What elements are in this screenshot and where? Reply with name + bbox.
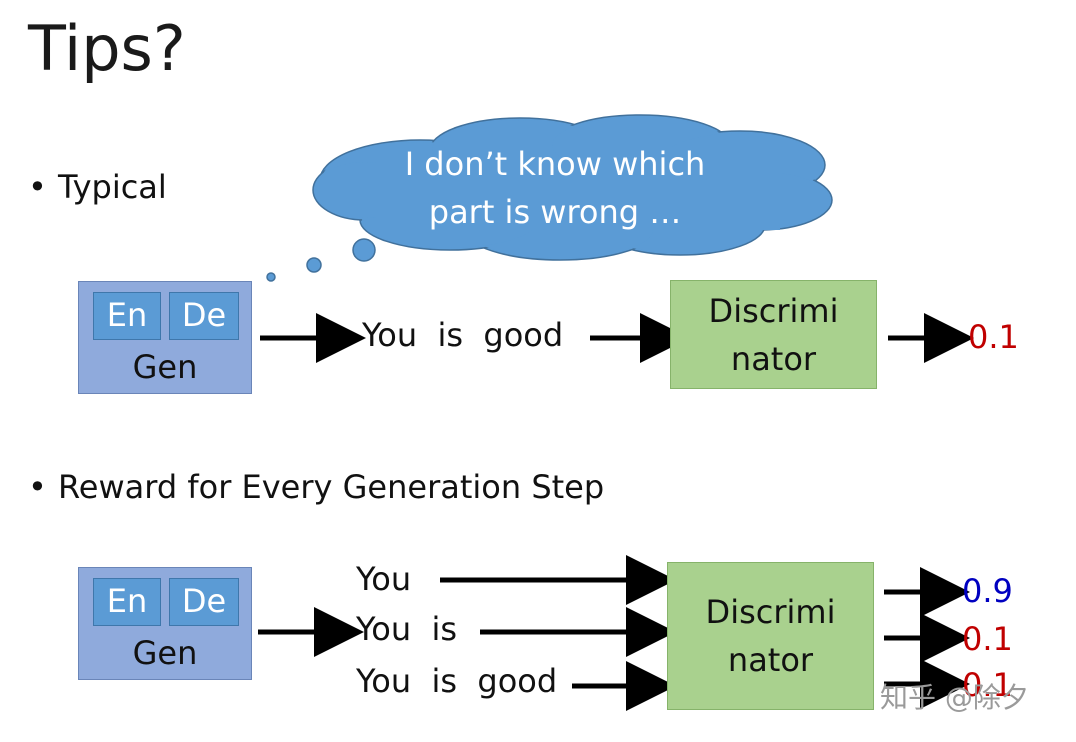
watermark: 知乎 @除夕 bbox=[880, 681, 1029, 714]
thought-dot-medium bbox=[306, 257, 322, 273]
step-text-3: You is good bbox=[356, 662, 558, 700]
discriminator-box-reward: Discrimi nator bbox=[667, 562, 874, 710]
typical-sentence: You is good bbox=[362, 316, 564, 354]
generator-label: Gen bbox=[132, 634, 198, 672]
step-score-2: 0.1 bbox=[962, 620, 1013, 658]
slide-title: Tips? bbox=[28, 12, 186, 85]
bullet-typical: • Typical bbox=[28, 168, 167, 206]
thought-bubble-text: I don’t know which part is wrong … bbox=[350, 140, 760, 236]
generator-label: Gen bbox=[132, 348, 198, 386]
generator-box-typical: En De Gen bbox=[78, 281, 252, 394]
bullet-dot: • bbox=[28, 468, 47, 506]
decoder-box: De bbox=[169, 292, 239, 340]
bullet-dot: • bbox=[28, 168, 47, 206]
step-text-2: You is bbox=[356, 610, 458, 648]
decoder-box: De bbox=[169, 578, 239, 626]
encoder-box: En bbox=[93, 292, 161, 340]
step-score-1: 0.9 bbox=[962, 572, 1013, 610]
thought-line-2: part is wrong … bbox=[428, 193, 682, 231]
discriminator-line-1: Discrimi bbox=[705, 593, 836, 631]
step-score-3: 0.1 bbox=[962, 666, 1013, 704]
discriminator-box-typical: Discrimi nator bbox=[670, 280, 877, 389]
generator-box-reward: En De Gen bbox=[78, 567, 252, 680]
thought-dot-small bbox=[266, 272, 276, 282]
discriminator-line-1: Discrimi bbox=[708, 291, 839, 330]
encoder-box: En bbox=[93, 578, 161, 626]
bullet-typical-label: Typical bbox=[58, 168, 167, 206]
discriminator-line-2: nator bbox=[730, 339, 817, 378]
thought-line-1: I don’t know which bbox=[404, 145, 706, 183]
bullet-reward: • Reward for Every Generation Step bbox=[28, 468, 604, 506]
step-text-1: You bbox=[356, 560, 412, 598]
discriminator-line-2: nator bbox=[727, 641, 814, 679]
bullet-reward-label: Reward for Every Generation Step bbox=[58, 468, 605, 506]
typical-score: 0.1 bbox=[968, 318, 1019, 356]
thought-dot-large bbox=[352, 238, 376, 262]
